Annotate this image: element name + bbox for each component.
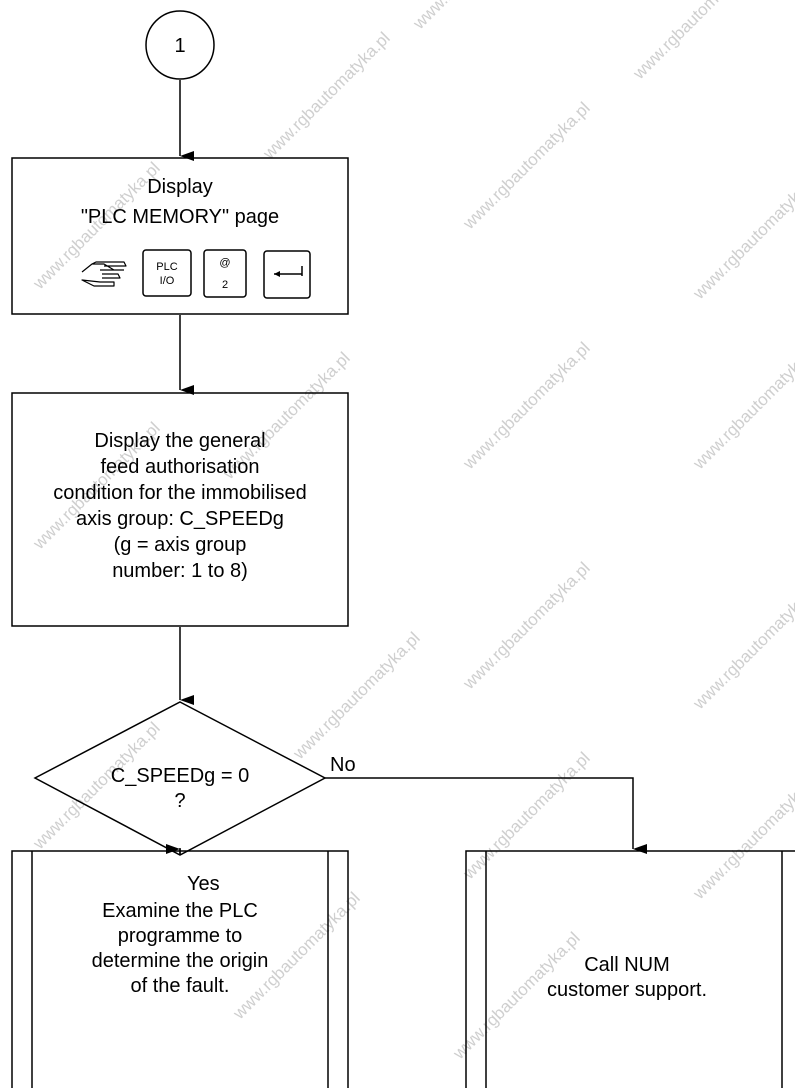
result-no-line-1: Call NUM (584, 954, 670, 976)
yes-label: Yes (187, 873, 220, 895)
result-yes-line-2: programme to (118, 925, 243, 947)
at-2-key-line-1: @ (219, 257, 230, 269)
condition-line-4: axis group: C_SPEEDg (76, 508, 284, 530)
step-display-page-line-2: "PLC MEMORY" page (81, 206, 279, 228)
decision-line-2: ? (174, 790, 185, 812)
condition-line-1: Display the general (94, 430, 265, 452)
watermark-text: www.rgbautomatyka.pl (689, 578, 795, 713)
watermark-text: www.rgbautomatyka.pl (459, 748, 594, 883)
plc-io-key-line-1: PLC (156, 261, 177, 273)
at-2-key[interactable]: @ 2 (203, 249, 247, 298)
pointing-hand-icon (81, 261, 127, 287)
condition-line-5: (g = axis group (114, 534, 247, 556)
plc-io-key-line-2: I/O (160, 275, 175, 287)
condition-line-3: condition for the immobilised (53, 482, 306, 504)
watermark-text: www.rgbautomatyka.pl (689, 338, 795, 473)
watermark-text: www.rgbautomatyka.pl (459, 558, 594, 693)
plc-io-key[interactable]: PLC I/O (142, 249, 192, 297)
result-yes-line-3: determine the origin (92, 950, 269, 972)
result-yes-line-1: Examine the PLC (102, 900, 258, 922)
enter-key-icon[interactable] (263, 250, 311, 299)
watermark-text: www.rgbautomatyka.pl (459, 338, 594, 473)
result-no-line-2: customer support. (547, 979, 707, 1001)
decision-c-speedg-zero: C_SPEEDg = 0 ? (33, 701, 327, 856)
condition-line-6: number: 1 to 8) (112, 560, 248, 582)
watermark-text: www.rgbautomatyka.pl (289, 628, 424, 763)
step-display-plc-memory-page: Display "PLC MEMORY" page PLC I/O @ 2 (11, 157, 349, 315)
watermark-text: www.rgbautomatyka.pl (689, 168, 795, 303)
at-2-key-line-2: 2 (222, 279, 228, 291)
watermark-text: www.rgbautomatyka.pl (259, 28, 394, 163)
condition-line-2: feed authorisation (100, 456, 259, 478)
connector-1: 1 (145, 10, 215, 80)
decision-line-1: C_SPEEDg = 0 (111, 765, 249, 787)
result-examine-plc-programme: Examine the PLC programme to determine the… (11, 850, 349, 1088)
no-label: No (330, 754, 356, 776)
watermark-text: www.rgbautomatyka.pl (409, 0, 544, 34)
watermark-text: www.rgbautomatyka.pl (459, 98, 594, 233)
watermark-text: www.rgbautomatyka.pl (629, 0, 764, 84)
watermark-text: www.rgbautomatyka.pl (689, 768, 795, 903)
connector-label: 1 (174, 35, 185, 57)
result-yes-line-4: of the fault. (131, 975, 230, 997)
flow-arrow-no-branch (325, 777, 647, 854)
step-display-feed-condition: Display the general feed authorisation con… (11, 392, 349, 627)
step-display-page-line-1: Display (147, 176, 213, 198)
result-call-num-support: Call NUM customer support. (465, 850, 795, 1088)
